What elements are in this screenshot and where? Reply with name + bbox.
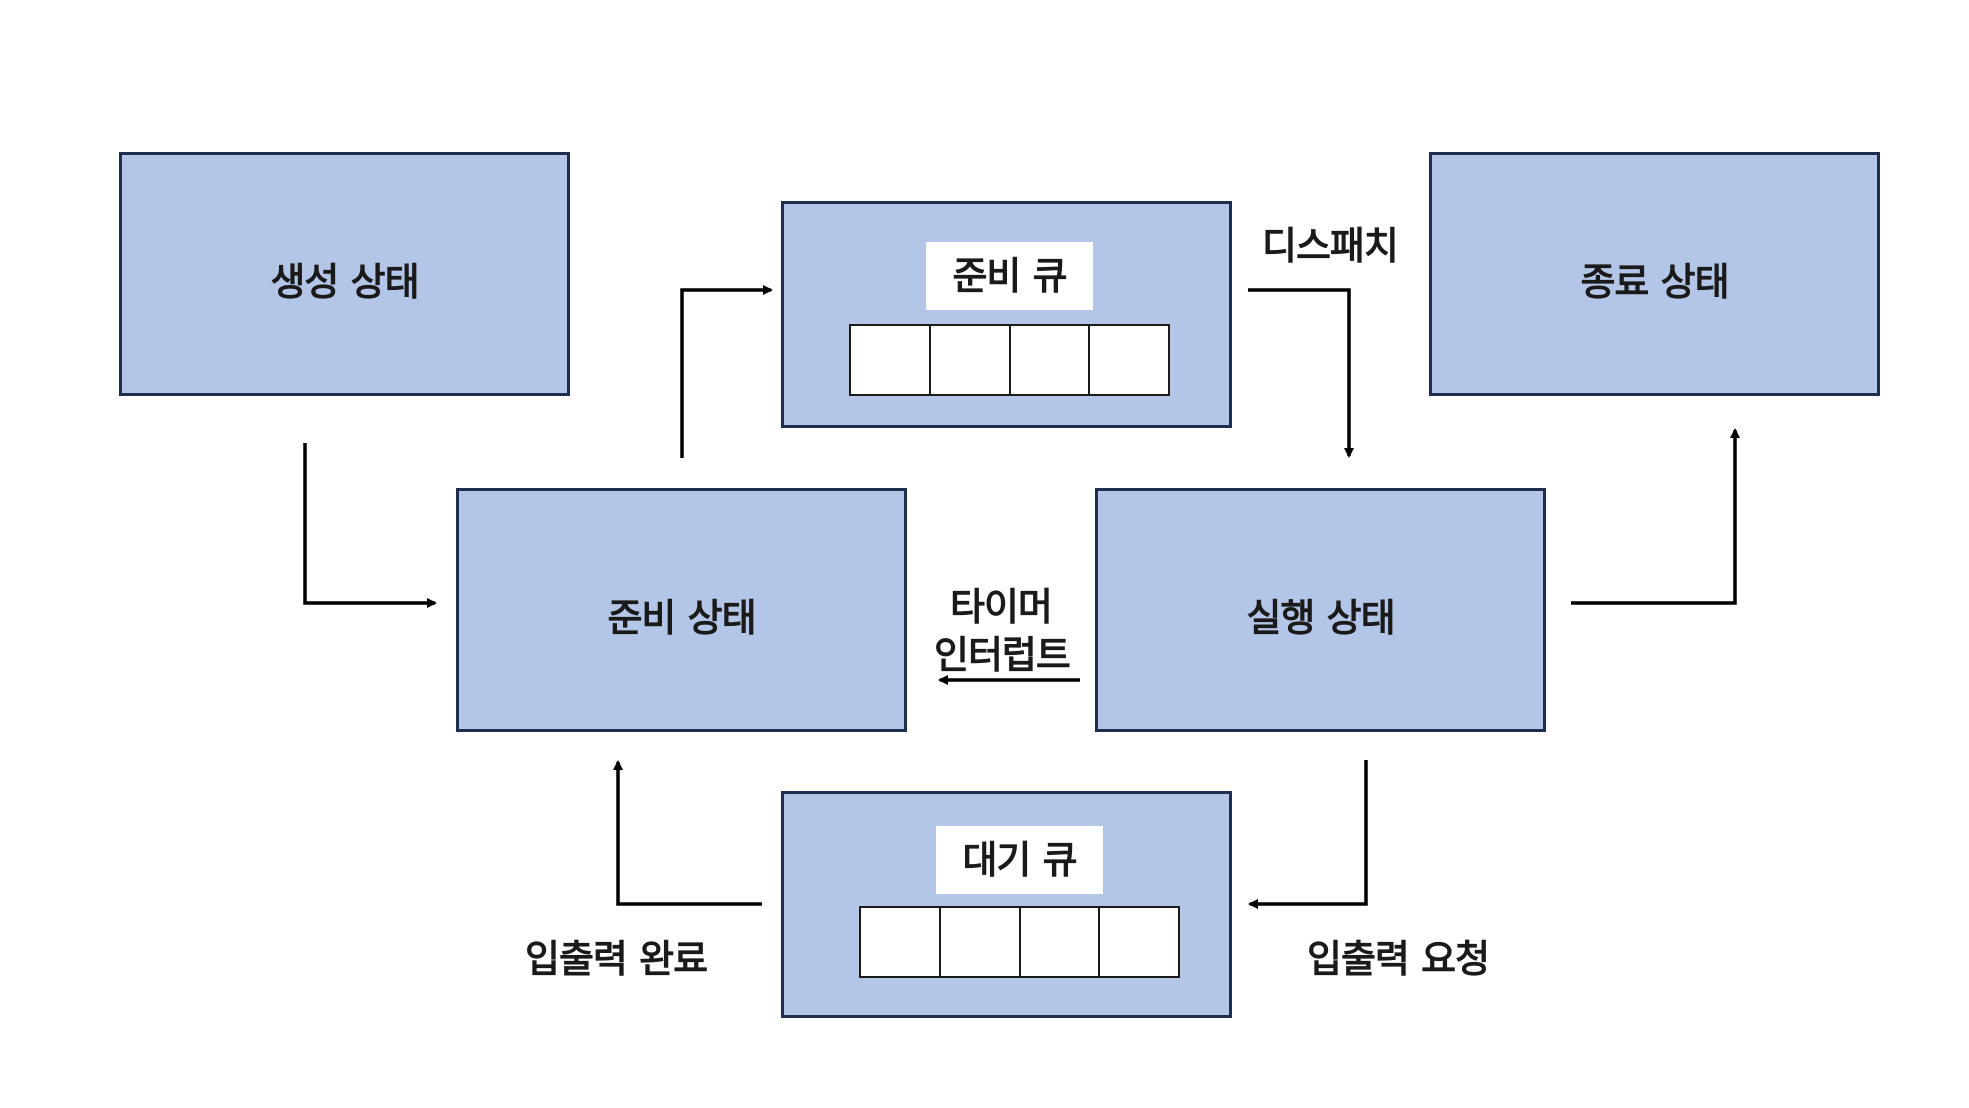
dispatch-arrow (1248, 288, 1354, 458)
io-request-arrow (1248, 760, 1368, 909)
ready-queue-box: 준비 큐 (781, 201, 1232, 428)
ready-queue-title: 준비 큐 (926, 242, 1093, 310)
wait-queue-slots (859, 906, 1180, 978)
queue-slot (930, 326, 1011, 394)
io-complete-label: 입출력 완료 (525, 937, 708, 981)
wait-queue-title: 대기 큐 (936, 826, 1103, 894)
queue-slot (861, 908, 941, 976)
queue-slot (940, 908, 1021, 976)
exit-arrow (1571, 428, 1740, 605)
io-complete-arrow (613, 760, 762, 906)
enqueue-ready-arrow (680, 285, 773, 458)
timer-interrupt-label-line1: 타이머 (950, 585, 1053, 629)
queue-slot (1100, 908, 1178, 976)
created-state-label: 생성 상태 (270, 260, 419, 304)
queue-slot (1010, 326, 1091, 394)
io-request-label: 입출력 요청 (1307, 937, 1490, 981)
created-state-box: 생성 상태 (119, 152, 570, 396)
ready-state-box: 준비 상태 (456, 488, 907, 732)
timer-interrupt-label-line2: 인터럽트 (934, 633, 1071, 677)
wait-queue-box: 대기 큐 (781, 791, 1232, 1018)
dispatch-label: 디스패치 (1262, 224, 1399, 268)
terminated-state-box: 종료 상태 (1429, 152, 1880, 396)
ready-queue-slots (849, 324, 1170, 396)
queue-slot (1020, 908, 1101, 976)
running-state-box: 실행 상태 (1095, 488, 1546, 732)
queue-slot (851, 326, 931, 394)
running-state-label: 실행 상태 (1246, 596, 1395, 640)
ready-state-label: 준비 상태 (607, 596, 756, 640)
terminated-state-label: 종료 상태 (1580, 260, 1729, 304)
admit-arrow (303, 443, 437, 608)
queue-slot (1090, 326, 1168, 394)
